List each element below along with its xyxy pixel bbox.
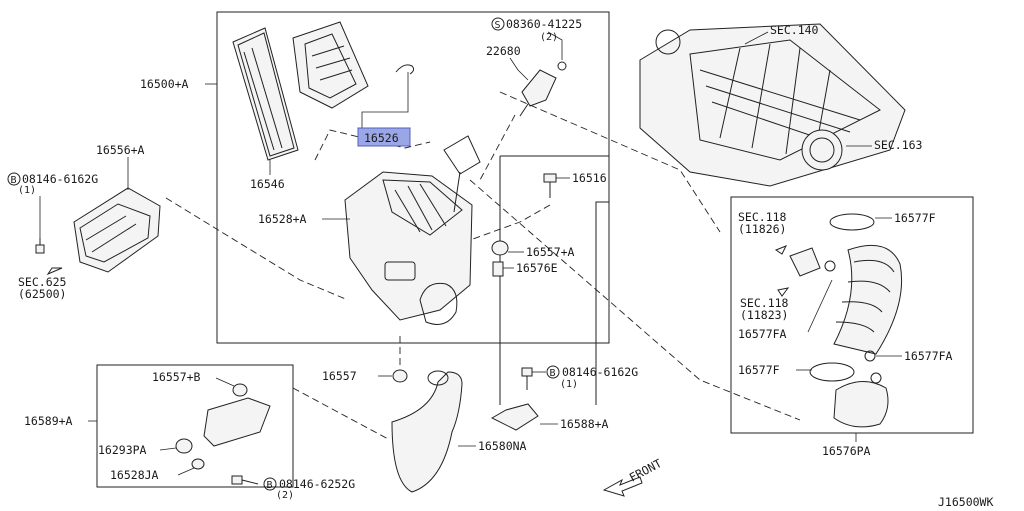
label-16526[interactable]: 16526 (364, 131, 399, 145)
bracket-16589a[interactable] (203, 397, 271, 447)
label-screw-qty: (2) (540, 32, 558, 43)
label-sec163[interactable]: SEC.163 (874, 138, 923, 152)
label-22680[interactable]: 22680 (486, 44, 521, 58)
air-duct-hose[interactable] (833, 244, 903, 355)
air-cleaner-case[interactable] (344, 135, 481, 325)
label-sec118b-sub: (11823) (740, 308, 788, 322)
grommet-16293pa[interactable] (175, 438, 193, 454)
clip-wire (395, 64, 415, 75)
leader-16557b (215, 377, 235, 387)
dash-16516 (469, 204, 551, 241)
clamp-16577f-top[interactable] (829, 213, 875, 231)
label-16557b[interactable]: 16557+B (152, 370, 201, 384)
label-16577f-bottom[interactable]: 16577F (738, 363, 780, 377)
label-16546[interactable]: 16546 (250, 177, 285, 191)
label-16576pa[interactable]: 16576PA (822, 444, 871, 458)
bolt-marker-letter-3: B (267, 480, 273, 491)
clamp-16577f-bottom[interactable] (809, 362, 855, 382)
grommet-16557[interactable] (392, 369, 408, 383)
label-16577f-top[interactable]: 16577F (894, 211, 936, 225)
grommet-16557a[interactable] (491, 240, 509, 256)
label-bolt3-qty: (2) (276, 490, 294, 501)
duct-subassembly-frame (730, 196, 974, 434)
resonator-16580na[interactable] (391, 370, 463, 493)
label-sec625-sub: (62500) (18, 287, 66, 301)
bracket-16588a[interactable] (490, 403, 539, 431)
label-16557[interactable]: 16557 (322, 369, 357, 383)
inlet-duct[interactable] (73, 187, 161, 273)
label-16516[interactable]: 16516 (572, 171, 607, 185)
screw-marker-icon (491, 17, 505, 31)
intake-manifold[interactable] (639, 23, 906, 187)
arrow-sec118b (777, 287, 790, 297)
label-16577fa-right[interactable]: 16577FA (904, 349, 953, 363)
leader-16293pa (159, 447, 177, 451)
label-bolt2[interactable]: 08146-6162G (562, 365, 638, 379)
dash-inlet (165, 197, 349, 301)
label-16557a[interactable]: 16557+A (526, 245, 575, 259)
grommet-16557b[interactable] (232, 383, 248, 397)
front-arrow-icon (602, 476, 643, 497)
label-16528a[interactable]: 16528+A (258, 212, 307, 226)
bolt-16516[interactable] (543, 173, 557, 198)
maf-sensor[interactable] (519, 61, 567, 117)
diagram-code: J16500WK (938, 495, 993, 509)
label-screw[interactable]: 08360-41225 (506, 17, 582, 31)
leader-16526 (361, 72, 409, 128)
bolt-marker-icon-3 (263, 477, 277, 491)
dash-duct (469, 179, 801, 421)
bolt-marker-icon-1 (7, 172, 21, 186)
label-sec140[interactable]: SEC.140 (770, 23, 819, 37)
air-filter-element[interactable] (232, 27, 299, 161)
label-sec118a[interactable]: SEC.118 (738, 210, 787, 224)
bolt-08146-6252g[interactable] (231, 475, 259, 485)
label-bolt3[interactable]: 08146-6252G (279, 477, 355, 491)
leader-sec140 (744, 31, 769, 45)
sensor-sec118[interactable] (789, 247, 836, 277)
label-16556a[interactable]: 16556+A (96, 143, 145, 157)
bracket-subassembly-frame (96, 364, 294, 488)
label-16293pa[interactable]: 16293PA (98, 443, 147, 457)
label-16576e[interactable]: 16576E (516, 261, 558, 275)
screw-marker-letter: S (495, 20, 501, 31)
label-16580na[interactable]: 16580NA (478, 439, 527, 453)
leader-16577fa-left (807, 279, 833, 333)
label-sec625[interactable]: SEC.625 (18, 275, 66, 289)
label-sec118a-sub: (11826) (738, 222, 786, 236)
collar-16576e[interactable] (492, 261, 504, 277)
resonator-16576pa[interactable] (833, 372, 889, 428)
dash-bracket (292, 387, 391, 441)
leader-16528ja (177, 467, 195, 476)
bolt-08146-6162g-left[interactable] (35, 238, 45, 254)
label-bolt1[interactable]: 08146-6162G (22, 172, 98, 186)
bolt-08146-6162g-right[interactable] (521, 367, 533, 390)
dash-sensor (479, 114, 516, 181)
label-bolt1-qty: (1) (18, 185, 36, 196)
label-sec118b[interactable]: SEC.118 (740, 296, 789, 310)
label-16577fa-left[interactable]: 16577FA (738, 327, 787, 341)
bolt-marker-letter-1: B (11, 175, 17, 186)
dash-manifold (499, 91, 721, 233)
throttle-body[interactable] (801, 129, 843, 171)
label-16528ja[interactable]: 16528JA (110, 468, 159, 482)
inner-frame (500, 155, 610, 405)
leader-22680 (509, 57, 529, 81)
highlight-16526[interactable] (357, 127, 411, 147)
leader-screw (547, 31, 563, 60)
arrow-sec118a (774, 245, 788, 255)
label-16589a[interactable]: 16589+A (24, 414, 73, 428)
arrow-sec625 (46, 267, 63, 276)
air-cleaner-cover[interactable] (292, 21, 369, 109)
label-bolt2-qty: (1) (560, 379, 578, 390)
label-16500a[interactable]: 16500+A (140, 77, 189, 91)
label-16588a[interactable]: 16588+A (560, 417, 609, 431)
front-label: FRONT (627, 456, 664, 485)
collar-16528ja[interactable] (191, 458, 205, 470)
clamp-16577fa-right[interactable] (864, 350, 876, 362)
bolt-marker-icon-2 (546, 365, 560, 379)
bolt-marker-letter-2: B (550, 368, 556, 379)
